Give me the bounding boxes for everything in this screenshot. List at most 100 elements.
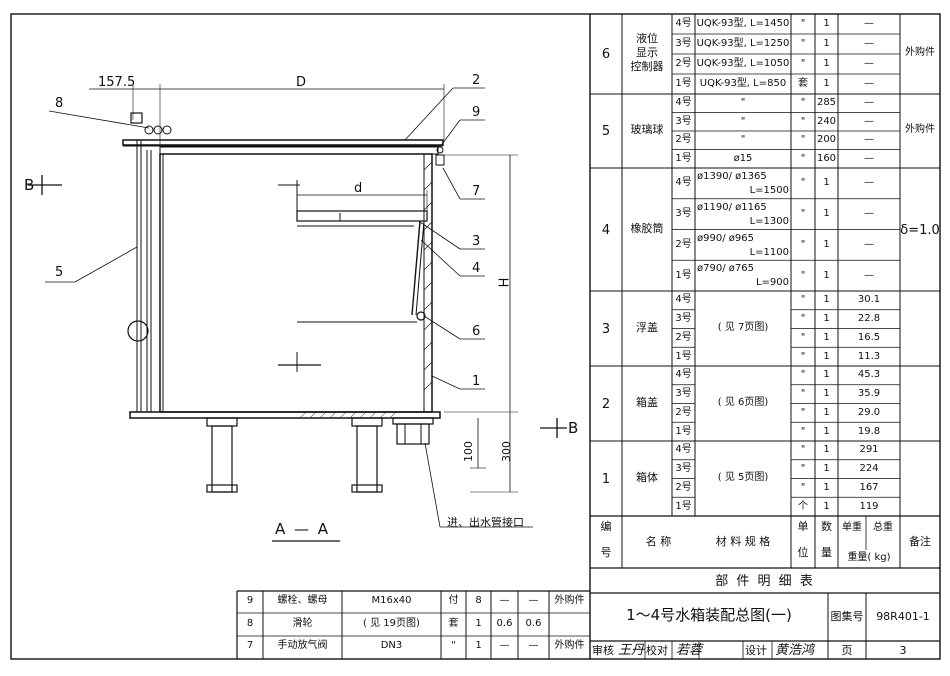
lower-cell-spec: DN3 [380, 640, 403, 651]
part-name: 显示 [636, 46, 658, 59]
review-signature: 王丹 [618, 643, 645, 658]
callout-3: 3 [472, 234, 481, 249]
size-label: 1号 [675, 350, 692, 362]
header-weight-unit: 重量( kg) [847, 552, 891, 563]
part-spec: ø15 [733, 152, 753, 164]
unit-cell: " [800, 481, 806, 493]
size-label: 4号 [675, 97, 692, 109]
qty-cell: 1 [823, 406, 830, 418]
part-spec: UQK-93型, L=1250 [696, 38, 790, 49]
lower-cell-unit: 套 [448, 618, 459, 629]
weight-cell: 11.3 [857, 350, 881, 362]
drawing-title: 1～4号水箱装配总图(一) [626, 606, 792, 624]
qty-cell: 1 [823, 444, 830, 456]
dim-157: 157.5 [98, 75, 136, 90]
part-number: 3 [601, 321, 611, 337]
part-name: 橡胶筒 [630, 221, 664, 235]
unit-cell: " [800, 208, 806, 220]
part-name: 箱盖 [636, 395, 658, 409]
qty-cell: 1 [823, 208, 830, 220]
design-signature: 黄浩鸿 [775, 643, 815, 658]
table-title: 部 件 明 细 表 [715, 574, 815, 589]
qty-cell: 200 [816, 134, 837, 146]
lower-cell-qty: 8 [475, 595, 482, 606]
design-label: 设计 [745, 644, 767, 657]
qty-cell: 1 [823, 463, 830, 475]
lower-cell-name: 滑轮 [292, 618, 313, 629]
part-spec: UQK-93型, L=1450 [696, 18, 790, 29]
part-spec: ( 见 7页图) [717, 321, 769, 333]
section-title: A — A [275, 520, 331, 538]
unit-cell: " [800, 152, 806, 164]
size-label: 4号 [675, 294, 692, 306]
header-unit-weight: 单重 [842, 522, 862, 533]
unit-cell: " [800, 350, 806, 362]
unit-cell: " [800, 331, 806, 343]
header-unit-1: 单 [797, 520, 809, 533]
page-number: 3 [899, 644, 907, 657]
lower-cell-spec: M16x40 [371, 595, 412, 606]
part-name: 控制器 [630, 60, 664, 73]
qty-cell: 1 [823, 425, 830, 437]
size-label: 3号 [675, 115, 692, 127]
weight-cell: 35.9 [857, 388, 881, 400]
size-label: 1号 [675, 269, 692, 281]
part-spec: " [740, 134, 746, 146]
unit-cell: " [800, 238, 806, 250]
unit-cell: " [800, 406, 806, 418]
part-spec: ( 见 6页图) [717, 396, 769, 408]
qty-cell: 1 [823, 369, 830, 381]
lower-cell-w2: 0.6 [525, 618, 542, 629]
part-number: 4 [601, 222, 611, 238]
header-unit-2: 位 [797, 546, 809, 559]
section-mark-b-left: B [24, 176, 35, 194]
unit-cell: " [800, 18, 806, 29]
outer-border [10, 13, 941, 660]
lower-cell-unit: 付 [448, 595, 459, 606]
dim-D: D [296, 75, 307, 90]
part-name: 液位 [636, 32, 658, 45]
callout-1: 1 [472, 374, 481, 389]
qty-cell: 1 [823, 294, 830, 306]
part-number: 2 [601, 396, 611, 412]
lower-cell-w1: — [499, 595, 510, 606]
size-label: 4号 [675, 369, 692, 381]
weight-cell: — [864, 115, 874, 127]
lower-cell-no: 8 [246, 618, 254, 629]
lower-cell-spec: ( 见 19页图) [363, 618, 420, 629]
callout-8: 8 [55, 96, 64, 111]
size-label: 3号 [675, 388, 692, 400]
weight-cell: 19.8 [857, 425, 881, 437]
size-label: 2号 [675, 134, 692, 146]
unit-cell: " [800, 463, 806, 475]
qty-cell: 1 [823, 177, 830, 189]
lower-cell-qty: 1 [475, 640, 482, 651]
qty-cell: 1 [823, 38, 830, 49]
weight-cell: — [864, 18, 874, 29]
size-label: 3号 [675, 463, 692, 475]
qty-cell: 1 [823, 331, 830, 343]
part-number: 1 [601, 471, 611, 487]
callout-2: 2 [472, 73, 481, 88]
callout-9: 9 [472, 105, 481, 120]
size-label: 3号 [675, 38, 692, 49]
part-name: 浮盖 [636, 320, 658, 334]
part-spec: ø1390/ ø1365 [697, 171, 767, 182]
qty-cell: 1 [823, 388, 830, 400]
part-spec: " [740, 97, 746, 109]
atlas-label: 图集号 [830, 610, 864, 623]
unit-cell: 套 [798, 78, 808, 89]
qty-cell: 1 [823, 481, 830, 493]
size-label: 2号 [675, 481, 692, 493]
review-label: 审核 [592, 644, 614, 657]
unit-cell: " [800, 313, 806, 325]
inlet-note: 进、出水管接口 [447, 516, 524, 529]
lower-cell-name: 手动放气阀 [277, 640, 328, 651]
qty-cell: 1 [823, 58, 830, 69]
weight-cell: — [864, 208, 874, 220]
lower-cell-note: 外购件 [554, 595, 585, 606]
header-qty-1: 数 [821, 520, 832, 533]
size-label: 1号 [675, 500, 692, 512]
